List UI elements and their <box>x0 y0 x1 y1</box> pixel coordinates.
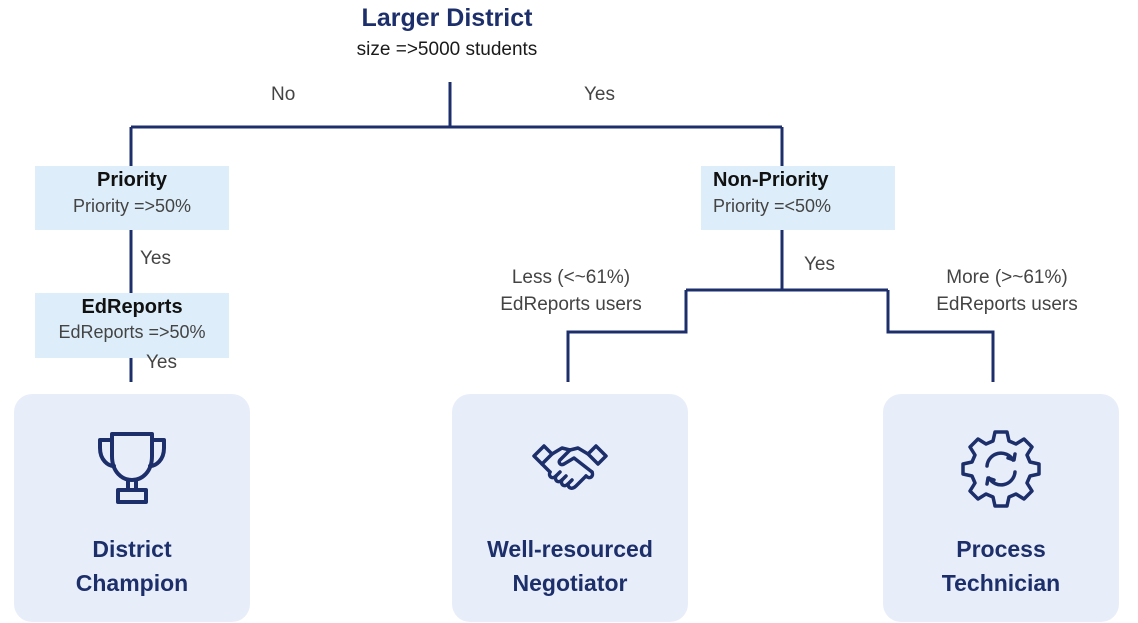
split-label-line: EdReports users <box>936 294 1078 315</box>
condition-subtitle: Priority =>50% <box>72 196 192 216</box>
handshake-icon <box>532 444 608 490</box>
edge-label-yes: Yes <box>804 254 835 275</box>
outcome-card-process-technician: Process Technician <box>883 394 1119 622</box>
outcome-card-well-resourced-negotiator: Well-resourced Negotiator <box>452 394 688 622</box>
outcome-title-line: Negotiator <box>512 570 628 596</box>
split-label-line: More (>~61%) <box>946 267 1068 288</box>
condition-title: EdReports <box>81 296 183 318</box>
split-label-line: Less (<~61%) <box>511 267 631 288</box>
trophy-icon <box>98 432 166 504</box>
condition-title: Priority <box>96 169 168 191</box>
outcome-title-line: District <box>92 536 172 562</box>
condition-node-non-priority: Non-Priority Priority =<50% <box>701 166 895 230</box>
outcome-title-line: Well-resourced <box>487 536 653 562</box>
gear-cycle-icon <box>961 430 1041 508</box>
root-node-title: Larger District <box>361 4 533 32</box>
outcome-title-line: Technician <box>941 570 1061 596</box>
condition-node-priority: Priority Priority =>50% <box>35 166 229 230</box>
split-label-less: Less (<~61%) EdReports users <box>480 264 662 318</box>
root-node-subtitle: size =>5000 students <box>356 39 538 60</box>
branch-label-no: No <box>271 84 296 105</box>
condition-title: Non-Priority <box>713 169 829 191</box>
edge-label-yes: Yes <box>146 352 177 373</box>
condition-subtitle: Priority =<50% <box>713 196 832 216</box>
edge-label-yes: Yes <box>140 248 171 269</box>
outcome-title-line: Champion <box>75 570 189 596</box>
split-label-line: EdReports users <box>500 294 642 315</box>
branch-label-yes: Yes <box>584 84 615 105</box>
condition-node-edreports: EdReports EdReports =>50% <box>35 293 229 358</box>
outcome-title-line: Process <box>956 536 1046 562</box>
outcome-card-district-champion: District Champion <box>14 394 250 622</box>
condition-subtitle: EdReports =>50% <box>58 322 206 342</box>
split-label-more: More (>~61%) EdReports users <box>916 264 1098 318</box>
